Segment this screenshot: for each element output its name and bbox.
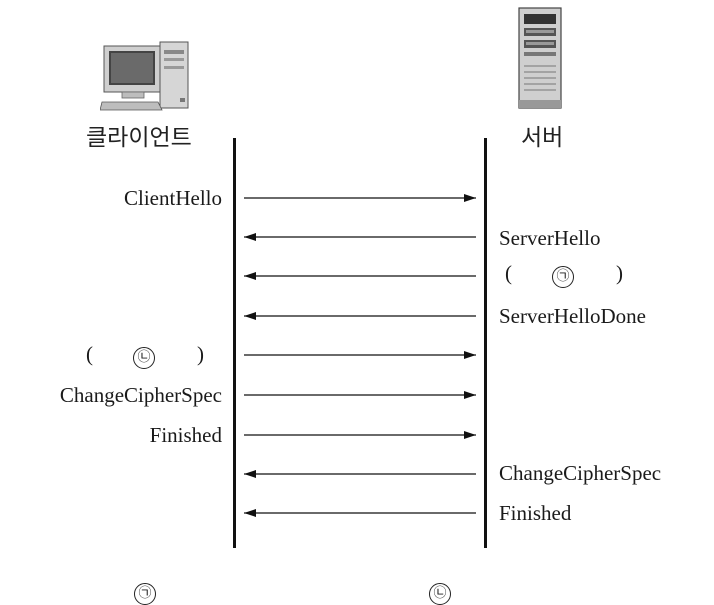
- server-lifeline: [484, 138, 487, 548]
- blank-slot-a: (㉠): [505, 260, 623, 288]
- client-label: 클라이언트: [86, 125, 192, 151]
- blank-slot-b: (㉡): [86, 341, 204, 369]
- msg-client-hello: ClientHello: [124, 186, 222, 210]
- msg-server-finished: Finished: [499, 501, 572, 525]
- message-arrow-5: [244, 351, 476, 359]
- message-arrow-4: [244, 312, 476, 320]
- blank-marker-b: ㉡: [133, 347, 155, 369]
- message-arrow-9: [244, 509, 476, 517]
- blank-marker-a: ㉠: [552, 266, 574, 288]
- msg-server-change-cipher-spec: ChangeCipherSpec: [499, 461, 662, 485]
- msg-server-hello: ServerHello: [499, 226, 601, 250]
- message-arrow-1: [244, 194, 476, 202]
- message-arrow-3: [244, 272, 476, 280]
- answer-marker-b: ㉡: [429, 583, 451, 605]
- message-arrow-8: [244, 470, 476, 478]
- desktop-computer-icon: [100, 40, 200, 112]
- msg-server-hello-done: ServerHelloDone: [499, 304, 646, 328]
- message-arrow-6: [244, 391, 476, 399]
- client-lifeline: [233, 138, 236, 548]
- message-arrow-2: [244, 233, 476, 241]
- msg-client-finished: Finished: [149, 423, 222, 447]
- server-label: 서버: [521, 125, 564, 151]
- answer-marker-a: ㉠: [134, 583, 156, 605]
- server-tower-icon: [517, 6, 563, 110]
- message-arrow-7: [244, 431, 476, 439]
- msg-client-change-cipher-spec: ChangeCipherSpec: [59, 383, 222, 407]
